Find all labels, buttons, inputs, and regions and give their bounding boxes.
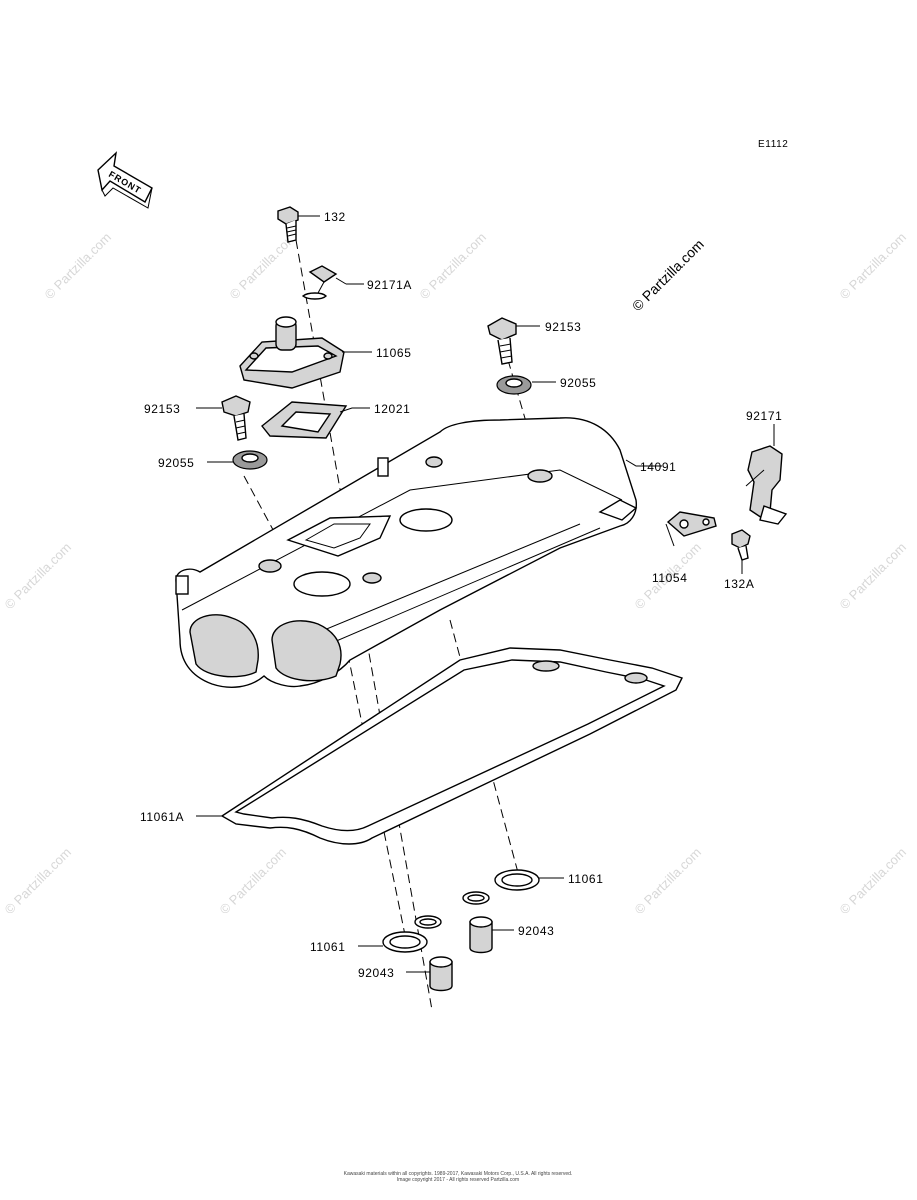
part-label[interactable]: 132A xyxy=(724,577,754,591)
watermark-text: © Partzilla.com xyxy=(837,845,910,918)
part-label[interactable]: 11061 xyxy=(568,872,603,886)
bolt-92153-left-icon xyxy=(221,395,251,441)
part-label[interactable]: 11065 xyxy=(376,346,411,360)
watermark-text: © Partzilla.com xyxy=(2,845,75,918)
part-label[interactable]: 11054 xyxy=(652,571,687,585)
part-label[interactable]: 11061A xyxy=(140,810,184,824)
gasket-11061A-icon xyxy=(220,647,683,845)
front-arrow-icon: FRONT xyxy=(97,151,153,209)
bracket-92171A-icon xyxy=(301,265,338,300)
leader-lines xyxy=(196,215,775,973)
o-ring-11061-left-icon xyxy=(382,915,442,953)
watermark-text: © Partzilla.com xyxy=(217,845,290,918)
washer-92055-left-icon xyxy=(232,450,268,470)
bolt-92153-right-icon xyxy=(487,317,517,365)
part-label[interactable]: 92055 xyxy=(560,376,596,390)
watermark-text: © Partzilla.com xyxy=(417,230,490,303)
footer-copyright: Kawasaki materials within all copyrights… xyxy=(344,1171,573,1177)
watermark-text: © Partzilla.com xyxy=(2,540,75,613)
watermark-text: © Partzilla.com xyxy=(837,540,910,613)
bolt-132-icon xyxy=(277,206,299,243)
part-label[interactable]: 92043 xyxy=(358,966,394,980)
watermark-text: © Partzilla.com xyxy=(837,230,910,303)
bracket-92171-icon xyxy=(745,445,788,525)
part-labels: 132 92171A 11065 92153 92055 92153 12021… xyxy=(140,210,782,980)
dowel-92043-right-icon xyxy=(469,916,493,954)
watermark-text: © Partzilla.com xyxy=(632,845,705,918)
bolt-132A-icon xyxy=(731,529,751,561)
part-label[interactable]: 11061 xyxy=(310,940,345,954)
gasket-12021-icon xyxy=(261,401,348,439)
part-label[interactable]: 12021 xyxy=(374,402,410,416)
footer-copyright-2: Image copyright 2017 - All rights reserv… xyxy=(397,1177,519,1183)
part-label[interactable]: 92171 xyxy=(746,409,782,423)
part-label[interactable]: 132 xyxy=(324,210,346,224)
diagram-code: E1112 xyxy=(758,139,788,150)
washer-92055-right-icon xyxy=(496,375,532,395)
breather-cover-11065-icon xyxy=(239,316,345,389)
part-label[interactable]: 92153 xyxy=(545,320,581,334)
part-label[interactable]: 92171A xyxy=(367,278,412,292)
part-label[interactable]: 14091 xyxy=(640,460,676,474)
part-label[interactable]: 92043 xyxy=(518,924,554,938)
part-label[interactable]: 92055 xyxy=(158,456,194,470)
cylinder-head-cover-14091-icon xyxy=(175,417,638,688)
o-ring-11061-right-icon xyxy=(462,869,540,905)
watermark-prominent: © Partzilla.com xyxy=(629,236,707,314)
bracket-11054-icon xyxy=(666,511,717,537)
dowel-92043-left-icon xyxy=(429,956,453,992)
watermark-text: © Partzilla.com xyxy=(42,230,115,303)
part-label[interactable]: 92153 xyxy=(144,402,180,416)
